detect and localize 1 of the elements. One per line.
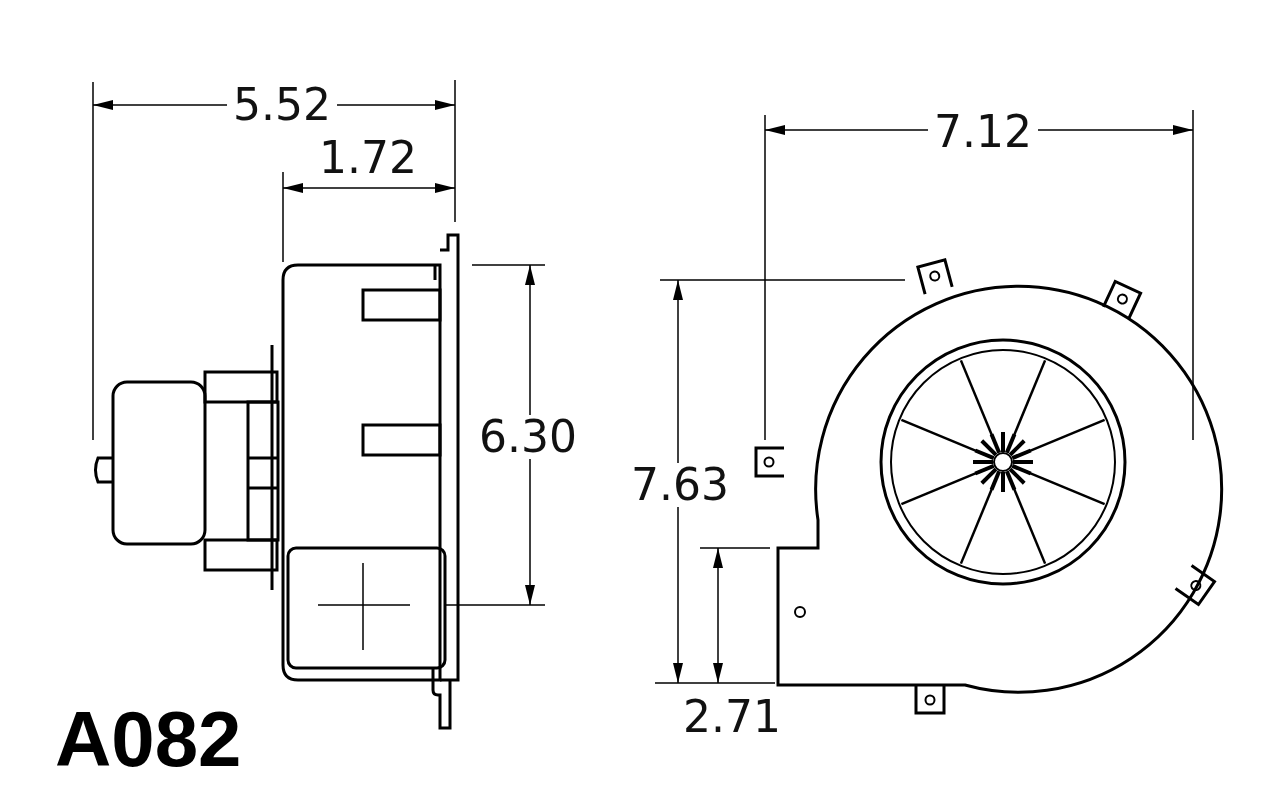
model-number: A082: [55, 700, 242, 778]
